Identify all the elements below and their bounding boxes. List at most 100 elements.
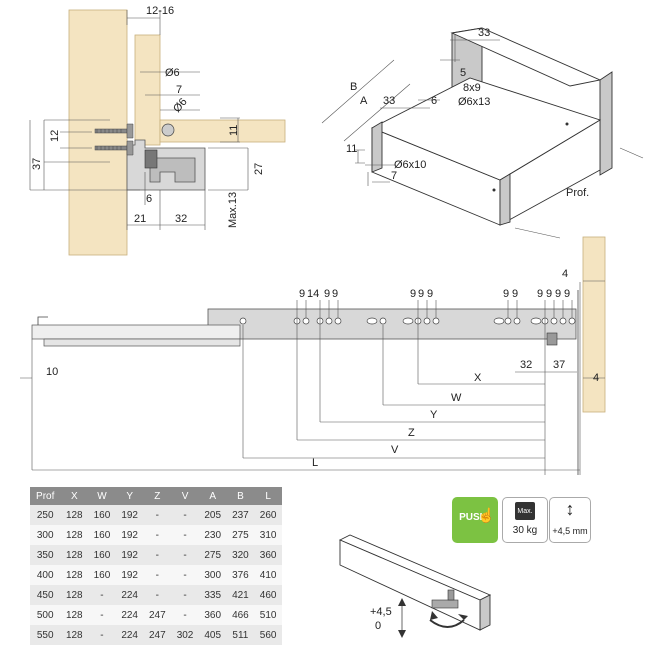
hole-diameter-2: Ø6 xyxy=(171,96,190,115)
table-cell: 192 xyxy=(115,505,144,525)
table-header-cell: L xyxy=(254,487,282,505)
isometric-drawer-view: 33 5 8x9 Ø6x13 33 6 11 Ø6x10 7 B A Prof. xyxy=(321,27,644,239)
hole-offset: 7 xyxy=(176,84,182,96)
height-travel-badge: ↕ +4,5 mm xyxy=(549,497,591,543)
table-cell: 160 xyxy=(88,505,116,525)
max-bottom: Max.13 xyxy=(227,192,239,228)
top-dim-2: 14 xyxy=(307,288,319,300)
drawer-side-right xyxy=(599,71,613,176)
label-w: W xyxy=(451,392,462,404)
table-cell: 160 xyxy=(88,565,116,585)
push-label: PUSH xyxy=(459,512,487,523)
max-label: Max. xyxy=(517,508,533,515)
dim-33-top: 33 xyxy=(478,27,490,39)
table-cell: 192 xyxy=(115,545,144,565)
top-dim-4: 9 xyxy=(332,288,338,300)
dim-5: 5 xyxy=(460,67,466,79)
table-cell: - xyxy=(88,585,116,605)
up-down-arrow-icon: ↕ xyxy=(565,499,575,519)
hook-height: 11 xyxy=(228,125,240,136)
top-dim-11: 9 xyxy=(546,288,552,300)
table-cell: 410 xyxy=(254,565,282,585)
table-header-cell: A xyxy=(198,487,227,505)
table-cell: 335 xyxy=(198,585,227,605)
table-cell: 128 xyxy=(60,605,89,625)
label-a: A xyxy=(360,95,368,107)
top-dim-10: 9 xyxy=(537,288,543,300)
dim-37: 37 xyxy=(553,359,565,371)
dim-32: 32 xyxy=(520,359,532,371)
dim-phi6x10: Ø6x10 xyxy=(394,159,426,171)
label-z: Z xyxy=(408,427,415,439)
table-cell: 247 xyxy=(143,625,172,645)
table-cell: 460 xyxy=(254,585,282,605)
table-cell: 128 xyxy=(60,545,89,565)
table-header-cell: Y xyxy=(115,487,144,505)
table-cell: 500 xyxy=(30,605,61,625)
push-mechanism xyxy=(546,332,558,346)
drawer-left-inner xyxy=(371,121,383,173)
screw-height: 37 xyxy=(31,158,43,170)
table-cell: 302 xyxy=(171,625,199,645)
top-dim-13: 9 xyxy=(564,288,570,300)
drawer-top-rim xyxy=(370,77,602,181)
runner-outer-rail xyxy=(207,308,577,340)
table-cell: 360 xyxy=(254,545,282,565)
table-cell: - xyxy=(171,525,199,545)
top-dim-12: 9 xyxy=(555,288,561,300)
top-dim-3: 9 xyxy=(324,288,330,300)
label-l: L xyxy=(312,457,318,469)
table-header-cell: V xyxy=(171,487,199,505)
label-y: Y xyxy=(430,409,438,421)
table-cell: - xyxy=(143,585,172,605)
cabinet-front-wood xyxy=(582,236,606,413)
table-cell: 160 xyxy=(88,545,116,565)
table-cell: 128 xyxy=(60,565,89,585)
table-cell: 247 xyxy=(143,605,172,625)
drawer-right-block xyxy=(499,173,511,226)
table-cell: 128 xyxy=(60,625,89,645)
table-cell: - xyxy=(171,545,199,565)
rotate-arrow xyxy=(429,619,465,628)
table-cell: 350 xyxy=(30,545,61,565)
table-cell: - xyxy=(143,565,172,585)
table-cell: 511 xyxy=(226,625,255,645)
adjust-up-label: +4,5 xyxy=(370,606,392,618)
table-cell: 237 xyxy=(226,505,255,525)
table-cell: - xyxy=(171,565,199,585)
cross-section-view: 12-16 Ø6 7 Ø6 12 37 11 27 6 21 32 Max.13 xyxy=(29,5,286,256)
hand-icon: ☝ xyxy=(477,507,495,523)
top-dim-6: 9 xyxy=(418,288,424,300)
table-cell: 300 xyxy=(30,525,61,545)
table-cell: - xyxy=(171,585,199,605)
max-weight-badge: Max. 30 kg xyxy=(502,497,548,543)
dim-phi6x13: Ø6x13 xyxy=(458,96,490,108)
dim-10: 10 xyxy=(46,366,58,378)
table-header-cell: W xyxy=(88,487,116,505)
table-cell: 250 xyxy=(30,505,61,525)
lock-device xyxy=(144,149,158,169)
table-cell: 550 xyxy=(30,625,61,645)
table-cell: 224 xyxy=(115,625,144,645)
table-cell: 510 xyxy=(254,605,282,625)
label-v: V xyxy=(391,444,399,456)
adjust-bracket xyxy=(431,599,459,609)
height-adjust-detail: +4,5 0 xyxy=(338,534,492,638)
table-cell: 466 xyxy=(226,605,255,625)
table-cell: 320 xyxy=(226,545,255,565)
dim-11: 11 xyxy=(346,143,357,155)
table-cell: 275 xyxy=(198,545,227,565)
gap-label: 12-16 xyxy=(146,5,174,17)
table-cell: 275 xyxy=(226,525,255,545)
push-open-badge: PUSH ☝ xyxy=(452,497,498,543)
screw-lower xyxy=(94,140,134,156)
table-cell: - xyxy=(143,505,172,525)
dim-4-right: 4 xyxy=(593,372,599,384)
side-view: 9 14 9 9 9 9 9 9 9 9 9 9 9 4 4 10 32 37 … xyxy=(20,236,606,475)
hole-diameter-1: Ø6 xyxy=(165,67,180,79)
table-cell: 421 xyxy=(226,585,255,605)
